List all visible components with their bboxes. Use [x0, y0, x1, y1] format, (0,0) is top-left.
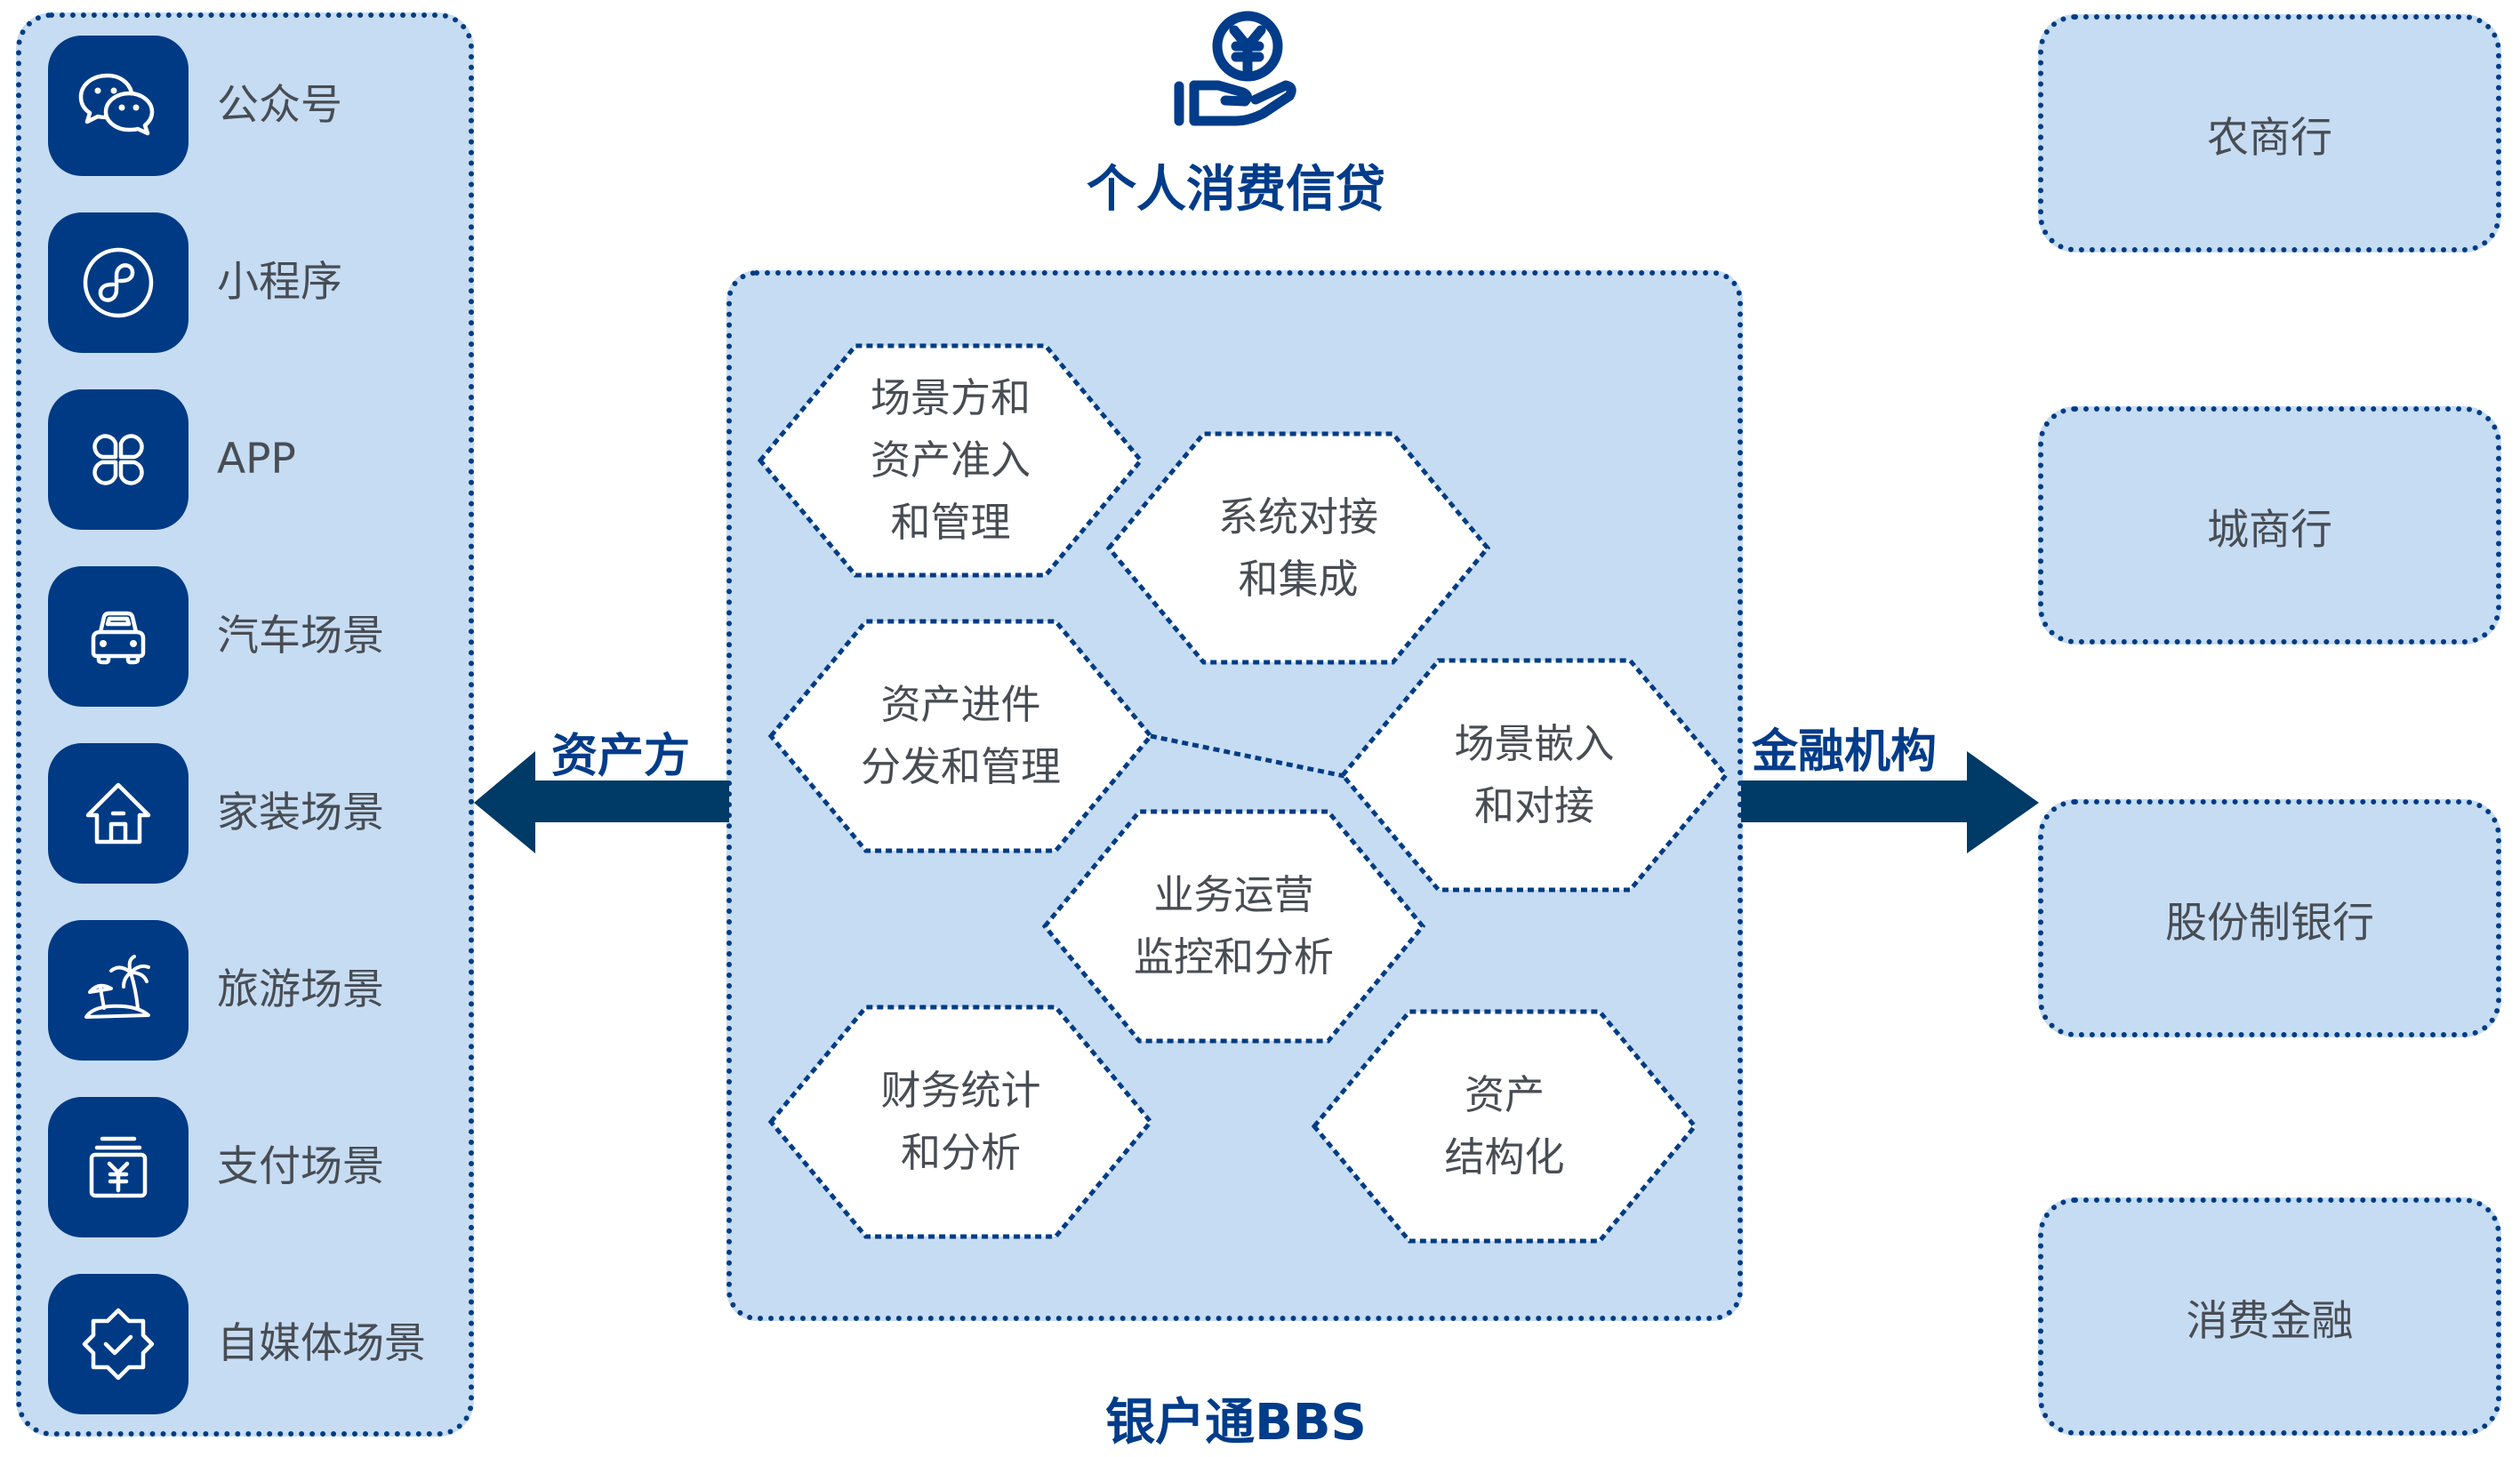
institution-city-commercial-bank[interactable]: 城商行: [2038, 406, 2501, 644]
asset-side-label: 资产方: [551, 730, 691, 783]
module-text-line: 资产: [1464, 1071, 1545, 1118]
institution-joint-stock-bank[interactable]: 股份制银行: [2038, 799, 2501, 1037]
item-label: 家装场景: [217, 789, 384, 837]
list-item-self-media[interactable]: 自媒体场景: [16, 1274, 474, 1414]
item-label: 汽车场景: [217, 612, 384, 660]
item-label: 支付场景: [217, 1142, 384, 1191]
list-item-wechat[interactable]: 公众号: [16, 36, 474, 176]
module-asset-distribution-hexagon: [767, 619, 1154, 853]
item-label: 旅游场景: [217, 965, 384, 1014]
institution-consumer-finance[interactable]: 消费金融: [2038, 1197, 2501, 1436]
list-item-home[interactable]: 家装场景: [16, 743, 474, 884]
verified-badge-icon: [82, 1308, 155, 1381]
module-text-line: 和对接: [1473, 782, 1594, 829]
module-system-integration-hexagon: [1105, 431, 1491, 665]
financial-institution-arrow: [1741, 751, 2039, 853]
module-text-line: 监控和分析: [1133, 933, 1334, 981]
module-operations-monitoring[interactable]: 业务运营监控和分析: [1045, 812, 1423, 1041]
module-connector-line: [1150, 733, 1345, 779]
list-item-travel[interactable]: 旅游场景: [16, 920, 474, 1061]
self-media-tile: [48, 1274, 189, 1414]
item-label: 小程序: [217, 258, 342, 307]
mini-program-icon: [83, 247, 154, 318]
wechat-tile: [48, 36, 189, 176]
module-asset-structuring-hexagon: [1311, 1009, 1698, 1244]
asset-side-arrow: [474, 751, 729, 853]
app-tile: [48, 389, 189, 530]
list-item-mini-program[interactable]: 小程序: [16, 212, 474, 353]
module-financial-statistics[interactable]: 财务统计和分析: [771, 1007, 1151, 1237]
institution-label: 农商行: [2207, 113, 2332, 163]
house-icon: [85, 782, 151, 845]
item-label: 公众号: [217, 81, 342, 130]
module-asset-structuring[interactable]: 资产结构化: [1314, 1012, 1695, 1241]
car-tile: [48, 566, 189, 707]
travel-tile: [48, 920, 189, 1061]
app-icon: [92, 434, 144, 485]
module-text-line: 资产进件: [880, 681, 1041, 728]
item-label: APP: [217, 435, 296, 484]
module-asset-distribution[interactable]: 资产进件分发和管理: [771, 621, 1151, 851]
module-system-integration[interactable]: 系统对接和集成: [1109, 434, 1488, 662]
hand-yuan-coin-icon: [1174, 11, 1296, 126]
module-financial-statistics-hexagon: [767, 1005, 1154, 1239]
house-tile: [48, 743, 189, 884]
module-text-line: 场景方和: [870, 374, 1031, 421]
payment-tile: [48, 1097, 189, 1237]
institution-label: 股份制银行: [2165, 898, 2374, 948]
palm-island-icon: [84, 955, 150, 1019]
module-scene-asset-admission[interactable]: 场景方和资产准入和管理: [760, 346, 1141, 575]
payment-yuan-icon: [89, 1136, 148, 1198]
institution-rural-commercial-bank[interactable]: 农商行: [2038, 14, 2501, 252]
page-title: 个人消费信贷: [1087, 161, 1385, 219]
item-label: 自媒体场景: [217, 1319, 426, 1368]
wechat-icon: [78, 73, 155, 136]
list-item-app[interactable]: APP: [16, 389, 474, 530]
institution-label: 消费金融: [2186, 1296, 2354, 1346]
platform-label: 银户通BBS: [1105, 1394, 1367, 1452]
module-scene-embedding[interactable]: 场景嵌入和对接: [1343, 660, 1726, 890]
module-scene-asset-admission-hexagon: [757, 343, 1144, 578]
module-scene-embedding-hexagon: [1339, 658, 1729, 893]
module-text-line: 系统对接: [1217, 492, 1378, 540]
car-icon: [91, 611, 146, 665]
list-item-payment[interactable]: 支付场景: [16, 1097, 474, 1237]
module-text-line: 和分析: [900, 1129, 1021, 1176]
module-text-line: 分发和管理: [860, 743, 1061, 790]
module-text-line: 场景嵌入: [1454, 720, 1615, 767]
module-text-line: 财务统计: [880, 1067, 1041, 1114]
module-operations-monitoring-hexagon: [1041, 809, 1426, 1044]
module-text-line: 业务运营: [1153, 871, 1314, 918]
list-item-car[interactable]: 汽车场景: [16, 566, 474, 707]
module-text-line: 结构化: [1444, 1133, 1565, 1181]
module-text-line: 和集成: [1238, 555, 1359, 603]
financial-institution-label: 金融机构: [1752, 725, 1938, 779]
module-text-line: 和管理: [890, 499, 1011, 546]
institution-label: 城商行: [2207, 505, 2332, 555]
module-text-line: 资产准入: [870, 436, 1031, 484]
mini-program-tile: [48, 212, 189, 353]
